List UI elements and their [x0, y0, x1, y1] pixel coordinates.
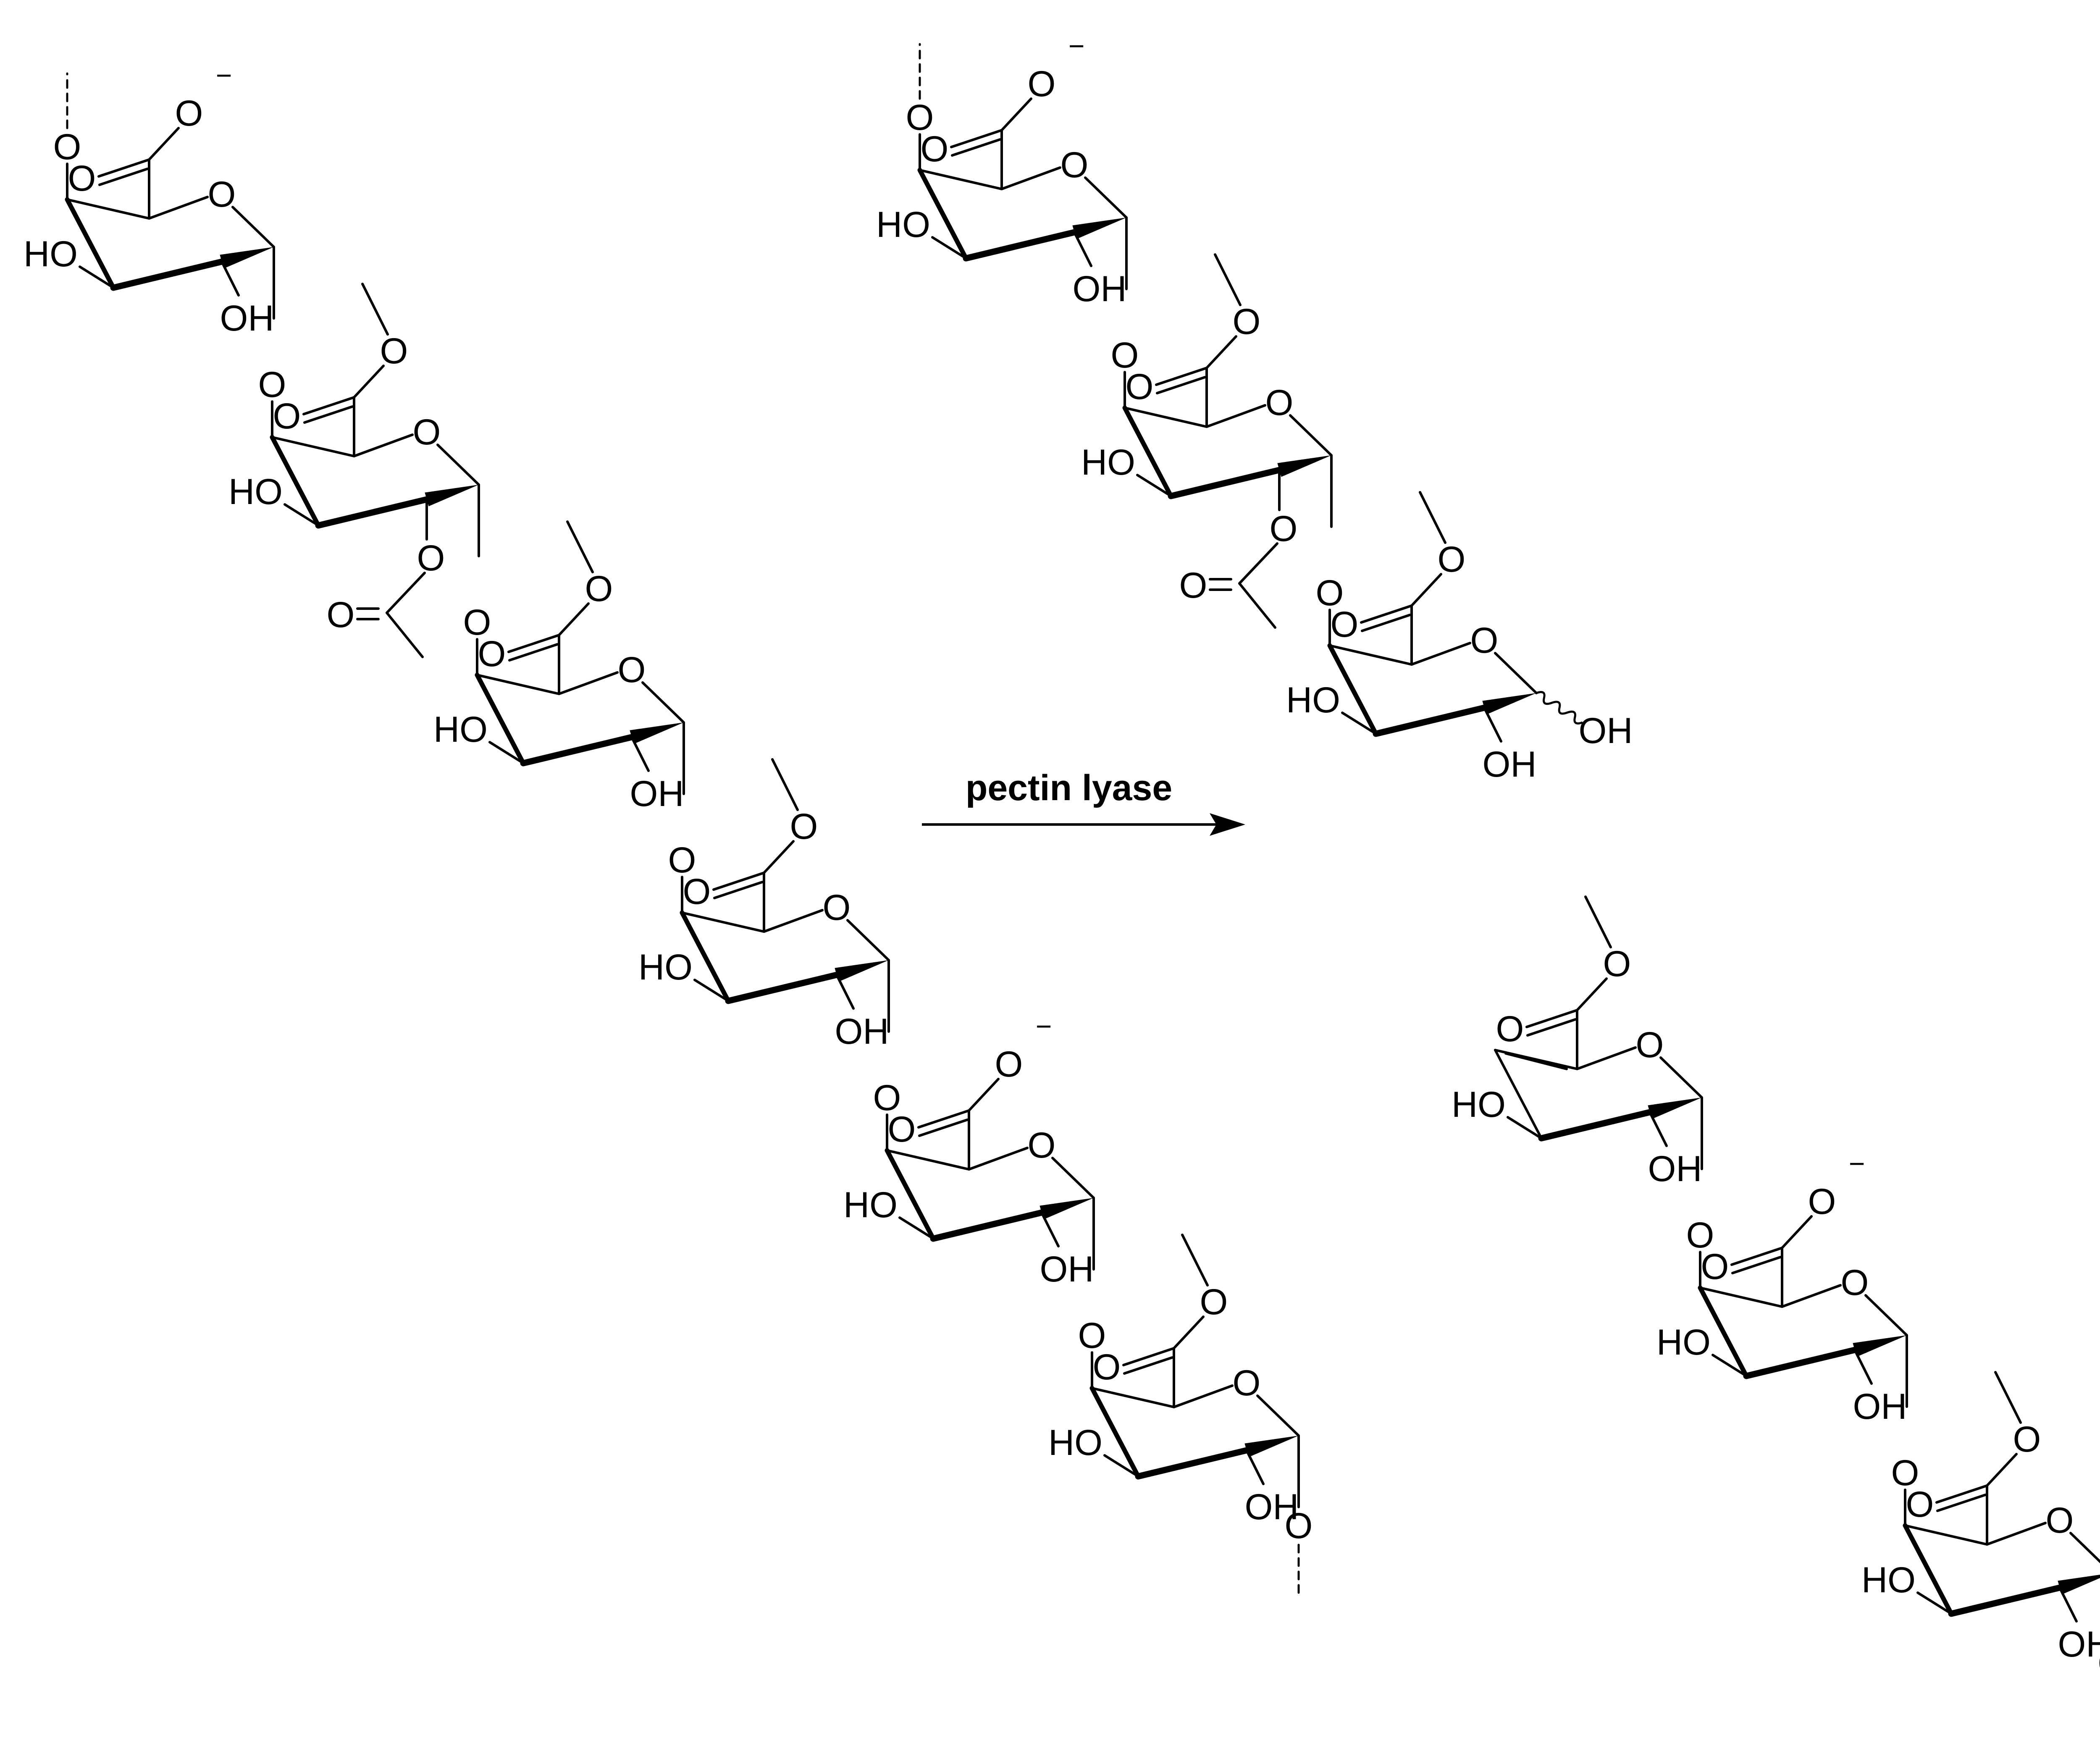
- glycosidic-oxygen: O: [1078, 1316, 1106, 1356]
- negative-charge: −: [1849, 1148, 1865, 1179]
- ring-oxygen: O: [1265, 383, 1294, 423]
- acetyl-carbonyl-oxygen: O: [327, 595, 355, 635]
- ring-oxygen: O: [1636, 1025, 1664, 1065]
- hydroxyl-c3: HO: [1861, 1560, 1916, 1600]
- carbonyl-oxygen: O: [1331, 604, 1359, 645]
- glycosidic-oxygen: O: [906, 97, 934, 138]
- glycosidic-oxygen: O: [1891, 1453, 1919, 1493]
- acetyl-oxygen: O: [417, 538, 445, 578]
- chain-substrate: O: [66, 72, 1313, 1596]
- hydroxyl-c2: OH: [1245, 1487, 1299, 1527]
- ring-oxygen: O: [823, 888, 851, 928]
- carbonyl-oxygen: O: [273, 396, 301, 436]
- chain-product_unsaturated: O: [2098, 1643, 2100, 1683]
- carbonyl-oxygen: O: [1093, 1347, 1121, 1387]
- hydroxyl-c2: OH: [1073, 269, 1127, 309]
- hydroxyl-c3: HO: [1656, 1322, 1711, 1363]
- hydroxyl-c3: HO: [228, 472, 283, 512]
- acetyl-carbonyl-oxygen: O: [1179, 565, 1208, 606]
- carbonyl-oxygen: O: [1906, 1484, 1934, 1525]
- ring-oxygen: O: [1233, 1363, 1261, 1403]
- hydroxyl-c2: OH: [835, 1011, 889, 1052]
- glycosidic-oxygen: O: [1686, 1215, 1714, 1255]
- hydroxyl-c2: OH: [1853, 1386, 1907, 1427]
- carboxyl-oxygen: O: [380, 331, 408, 371]
- hydroxyl-c2: OH: [1040, 1249, 1094, 1289]
- glycosidic-oxygen: O: [463, 602, 491, 643]
- negative-charge: −: [216, 60, 232, 91]
- carbonyl-oxygen: O: [1701, 1247, 1729, 1287]
- carboxyl-oxygen: O: [790, 806, 818, 847]
- ring-oxygen: O: [1841, 1263, 1869, 1303]
- carboxyl-oxygen: O: [1603, 944, 1631, 984]
- acetyl-oxygen: O: [1270, 509, 1298, 549]
- carbonyl-oxygen: O: [68, 158, 96, 199]
- carboxyl-oxygen: O: [585, 569, 613, 609]
- glycosidic-oxygen: O: [873, 1078, 901, 1118]
- carboxyl-oxygen: O: [1028, 64, 1056, 104]
- hydroxyl-c3: HO: [1452, 1084, 1506, 1125]
- hydroxyl-c3: HO: [843, 1185, 898, 1225]
- hydroxyl-c3: HO: [24, 234, 78, 274]
- ring-oxygen: O: [413, 412, 441, 452]
- hydroxyl-c3: HO: [1286, 680, 1340, 720]
- carboxyl-oxygen: O: [1233, 302, 1261, 342]
- negative-charge: −: [1036, 1011, 1052, 1042]
- hydroxyl-c2: OH: [630, 774, 684, 814]
- hydroxyl-c3: HO: [433, 709, 488, 750]
- glycosidic-oxygen: O: [1316, 573, 1344, 613]
- carbonyl-oxygen: O: [921, 129, 949, 169]
- enzyme-label: pectin lyase: [966, 768, 1172, 808]
- carbonyl-oxygen: O: [478, 634, 506, 674]
- ring-oxygen: O: [618, 650, 646, 690]
- hydroxyl-c3: HO: [1048, 1423, 1102, 1463]
- anomeric-hydroxyl: OH: [1579, 711, 1633, 751]
- carbonyl-oxygen: O: [1496, 1009, 1524, 1049]
- hydroxyl-c2: OH: [220, 298, 274, 339]
- ring-oxygen: O: [208, 174, 236, 215]
- sugar-chains: OOHOOHOO−OOHOOOOOOOHOOHOOOOHOOHOOOOHOOHO…: [24, 30, 2100, 1683]
- hydroxyl-c2: OH: [1483, 744, 1537, 785]
- hydroxyl-c2: OH: [2058, 1624, 2100, 1665]
- ring-oxygen: O: [2046, 1500, 2074, 1541]
- carboxyl-oxygen: O: [1438, 539, 1466, 580]
- ring-oxygen: O: [1470, 620, 1499, 661]
- carboxyl-oxygen: O: [1200, 1282, 1228, 1322]
- carboxyl-oxygen: O: [1808, 1182, 1836, 1222]
- glycosidic-oxygen: O: [668, 840, 696, 880]
- hydroxyl-c2: OH: [1648, 1149, 1702, 1189]
- glycosidic-oxygen: O: [1111, 335, 1139, 375]
- ring-oxygen: O: [1060, 145, 1089, 185]
- reaction-arrow: [922, 813, 1245, 836]
- glycosidic-oxygen: O: [53, 127, 81, 167]
- glycosidic-oxygen: O: [258, 365, 286, 405]
- ring-oxygen: O: [1028, 1125, 1056, 1166]
- carbonyl-oxygen: O: [683, 872, 711, 912]
- terminal-glycosidic-oxygen: O: [2098, 1643, 2100, 1683]
- carbonyl-oxygen: O: [888, 1109, 916, 1150]
- carboxyl-oxygen: O: [995, 1044, 1023, 1084]
- terminal-glycosidic-oxygen: O: [1285, 1506, 1313, 1546]
- carboxyl-oxygen: O: [175, 93, 203, 134]
- hydroxyl-c3: HO: [876, 205, 930, 245]
- hydroxyl-c3: HO: [1081, 442, 1135, 483]
- carboxyl-oxygen: O: [2013, 1419, 2041, 1460]
- negative-charge: −: [1068, 30, 1085, 61]
- carbonyl-oxygen: O: [1126, 367, 1154, 407]
- hydroxyl-c3: HO: [638, 947, 693, 987]
